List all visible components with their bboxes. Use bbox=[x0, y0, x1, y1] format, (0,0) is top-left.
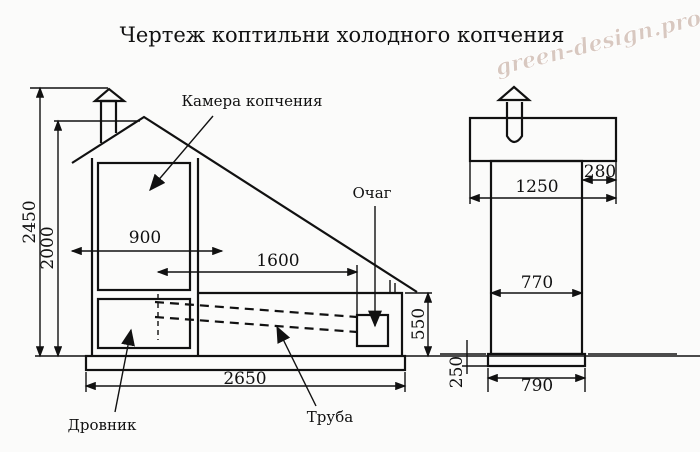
woodshed-box bbox=[96, 297, 192, 350]
dim-250: 250 bbox=[447, 356, 467, 388]
label-hearth: Очаг bbox=[352, 184, 391, 202]
front-view: 1250 280 770 790 250 bbox=[440, 85, 677, 396]
label-pipe: Труба bbox=[307, 408, 353, 426]
label-chamber: Камера копчения bbox=[181, 92, 322, 110]
side-view: 2450 2000 900 1600 550 2650 Камера копче… bbox=[20, 86, 700, 434]
drawing-title: Чертеж коптильни холодного копчения bbox=[120, 23, 565, 47]
label-woodshed: Дровник bbox=[68, 416, 137, 434]
dim-1600: 1600 bbox=[256, 251, 299, 271]
arrow-woodshed bbox=[114, 328, 135, 413]
dim-2000: 2000 bbox=[38, 226, 58, 269]
dim-1250: 1250 bbox=[515, 177, 558, 197]
roof-block bbox=[468, 116, 618, 163]
foundation bbox=[486, 352, 587, 368]
dim-790: 790 bbox=[521, 376, 553, 396]
chimney-icon bbox=[92, 87, 128, 143]
foundation bbox=[84, 354, 407, 372]
arrow-pipe bbox=[276, 325, 317, 407]
arrow-chamber bbox=[149, 115, 214, 192]
dim-550: 550 bbox=[409, 308, 429, 340]
smoking-chamber bbox=[96, 161, 192, 292]
dim-900: 900 bbox=[129, 228, 161, 248]
dim-2450: 2450 bbox=[20, 200, 40, 243]
chimney-icon bbox=[496, 85, 532, 144]
dim-280: 280 bbox=[584, 162, 616, 182]
pipe-line bbox=[154, 300, 358, 319]
hearth-housing bbox=[198, 291, 404, 356]
dim-770: 770 bbox=[521, 273, 553, 293]
roof bbox=[71, 115, 418, 293]
dim-2650: 2650 bbox=[223, 369, 266, 389]
hearth-box bbox=[355, 313, 390, 348]
pipe-line bbox=[154, 315, 358, 334]
